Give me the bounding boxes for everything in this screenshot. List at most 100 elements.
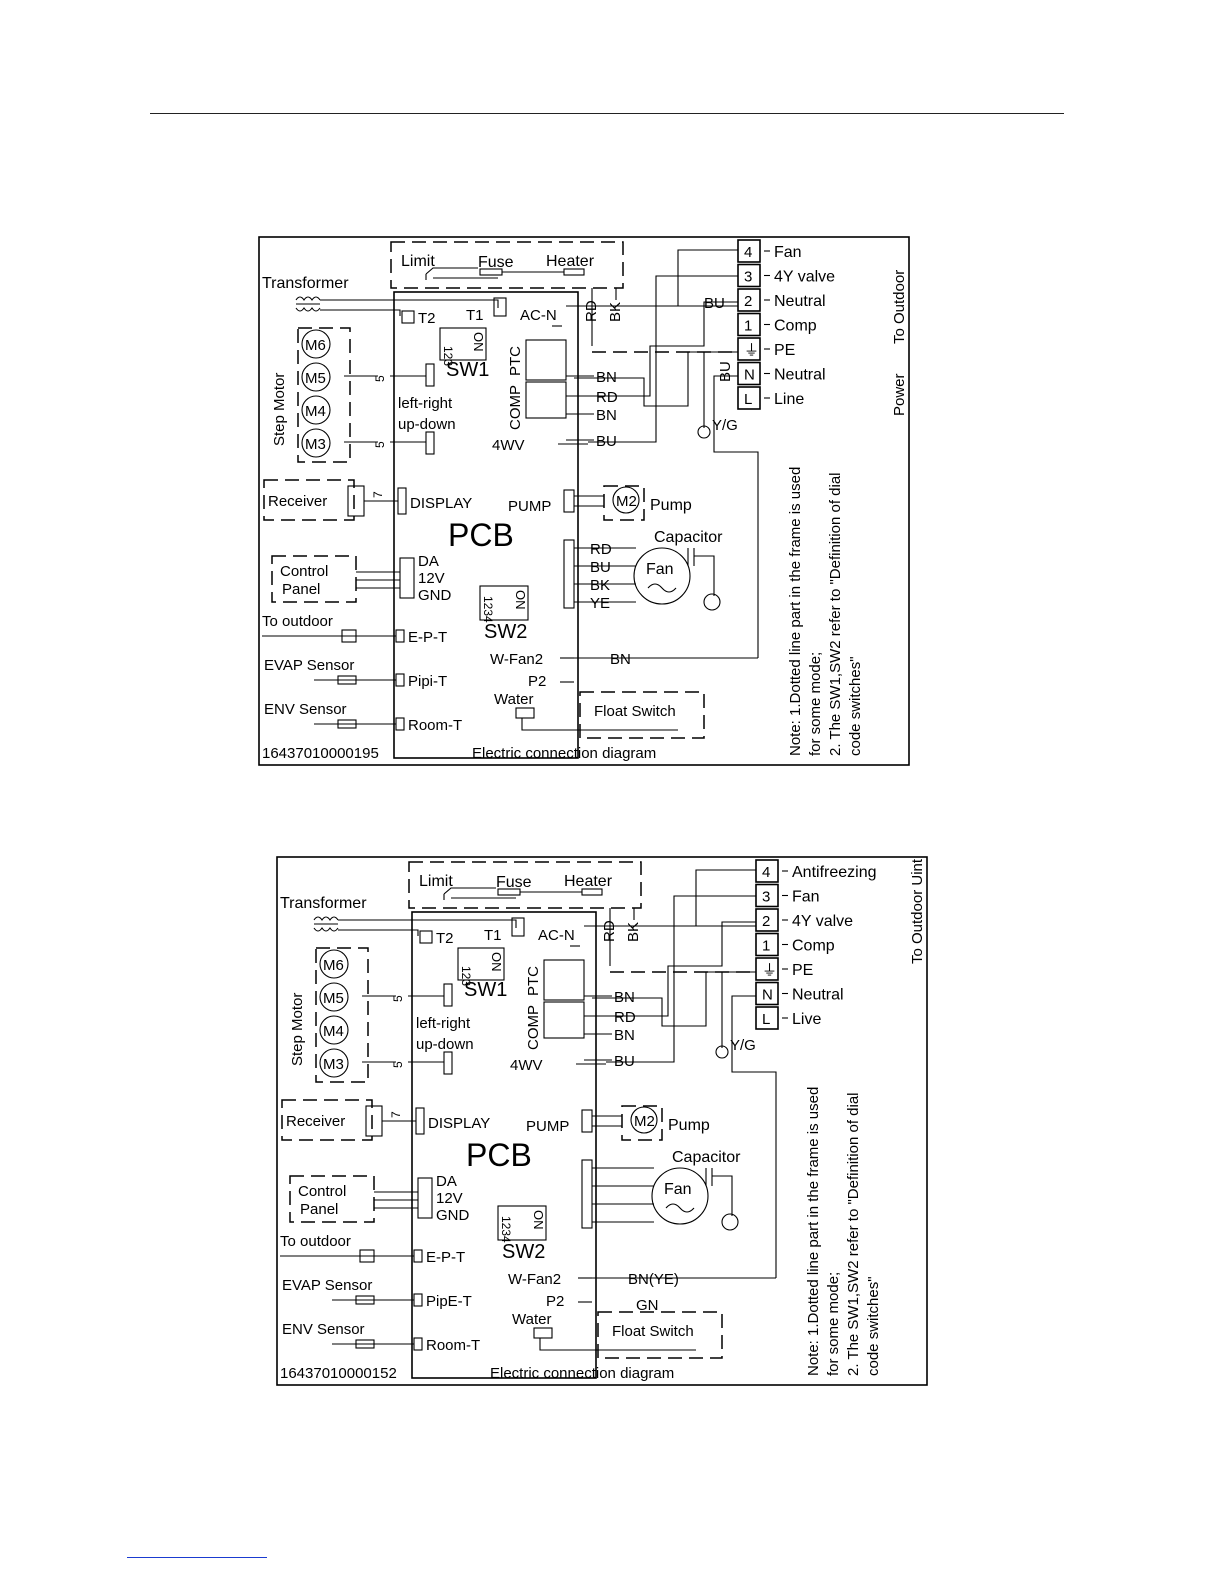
terminal-0 bbox=[755, 859, 779, 883]
svg-text:BK: BK bbox=[625, 922, 642, 942]
float-switch-frame bbox=[597, 1311, 723, 1359]
water-label: Water bbox=[494, 691, 533, 708]
fan-motor bbox=[633, 547, 691, 605]
terminal-label: 4Y valve bbox=[774, 269, 835, 286]
terminal-label: PE bbox=[774, 342, 795, 359]
note-line: for some mode; bbox=[825, 1272, 842, 1376]
pipe-t-label: PipE-T bbox=[426, 1293, 472, 1310]
sw1-label: SW1 bbox=[446, 359, 489, 381]
diagram-caption: Electric connection diagram bbox=[472, 745, 656, 762]
comp-label: COMP bbox=[525, 1005, 542, 1050]
motor-label: M3 bbox=[305, 436, 326, 453]
gnd-label: GND bbox=[436, 1207, 470, 1224]
motor-m6 bbox=[301, 329, 331, 359]
12v-label: 12V bbox=[436, 1190, 463, 1207]
svg-text:5: 5 bbox=[373, 441, 387, 448]
pump-port-label: PUMP bbox=[508, 498, 551, 515]
motor-m6 bbox=[319, 949, 349, 979]
terminal-6 bbox=[737, 386, 761, 410]
4wv-label: 4WV bbox=[510, 1057, 543, 1074]
to-outdoor-label: To outdoor bbox=[280, 1233, 351, 1250]
step-motor-label: Step Motor bbox=[271, 373, 288, 446]
left-right-label: left-right bbox=[416, 1015, 471, 1032]
step-motor-frame bbox=[315, 947, 369, 1083]
terminal-id: ⏚ bbox=[762, 962, 777, 979]
terminal-label: Neutral bbox=[792, 987, 844, 1004]
env-sensor-label: ENV Sensor bbox=[282, 1321, 365, 1338]
terminal-label: Comp bbox=[792, 938, 835, 955]
heater-label: Heater bbox=[564, 873, 613, 890]
note-line: for some mode; bbox=[807, 652, 824, 756]
pipe-t-label: Pipi-T bbox=[408, 673, 447, 690]
motor-m3 bbox=[319, 1048, 349, 1078]
svg-text:BU: BU bbox=[717, 361, 734, 382]
svg-text:5: 5 bbox=[391, 995, 405, 1002]
up-down-label: up-down bbox=[398, 416, 456, 433]
terminal-id: 1 bbox=[762, 938, 770, 955]
12v-label: 12V bbox=[418, 570, 445, 587]
svg-text:7: 7 bbox=[389, 1111, 403, 1118]
svg-text:7: 7 bbox=[371, 491, 385, 498]
motor-label: M6 bbox=[323, 957, 344, 974]
note-block: Note: 1.Dotted line part in the frame is… bbox=[805, 1087, 882, 1376]
wiring-diagram-1: Limit Fuse Heater Transformer PCB T2 T1 … bbox=[258, 236, 910, 766]
acn-label: AC-N bbox=[538, 927, 575, 944]
comp-label: COMP bbox=[507, 385, 524, 430]
terminal-id: 3 bbox=[744, 269, 752, 286]
terminal-id: L bbox=[744, 391, 752, 408]
fan-wire-label: RD bbox=[590, 541, 612, 558]
motor-label: M5 bbox=[305, 370, 326, 387]
terminal-label: Antifreezing bbox=[792, 864, 877, 881]
da-label: DA bbox=[418, 553, 439, 570]
fan-wire-label: YE bbox=[590, 595, 610, 612]
ptc-label: PTC bbox=[507, 346, 524, 376]
motor-m4 bbox=[301, 395, 331, 425]
receiver-frame bbox=[281, 1099, 373, 1141]
pcb-label: PCB bbox=[466, 1137, 532, 1173]
wire-label: RD bbox=[614, 1009, 636, 1026]
control-panel-label-2: Panel bbox=[282, 581, 320, 598]
svg-text:BK: BK bbox=[607, 302, 624, 322]
svg-text:M2: M2 bbox=[616, 493, 637, 510]
terminal-id: ⏚ bbox=[744, 342, 759, 359]
t1-label: T1 bbox=[466, 307, 484, 324]
fan-label: Fan bbox=[646, 561, 674, 578]
evap-sensor-label: EVAP Sensor bbox=[282, 1277, 372, 1294]
heater-group-frame bbox=[390, 241, 624, 289]
wfan2-label: W-Fan2 bbox=[490, 651, 543, 668]
svg-text:1234: 1234 bbox=[481, 596, 495, 623]
motor-m3 bbox=[301, 428, 331, 458]
comp-block bbox=[525, 381, 567, 419]
motor-m5 bbox=[319, 982, 349, 1012]
ptc-label: PTC bbox=[525, 966, 542, 996]
receiver-label: Receiver bbox=[268, 493, 327, 510]
terminal-id: 4 bbox=[744, 244, 752, 261]
motor-m5 bbox=[301, 362, 331, 392]
terminal-id: N bbox=[762, 987, 773, 1004]
t2-label: T2 bbox=[418, 310, 436, 327]
wire-label: BN bbox=[614, 1027, 635, 1044]
fan-ground-icon bbox=[721, 1213, 739, 1231]
pcb-board bbox=[411, 911, 597, 1379]
terminal-id: 4 bbox=[762, 864, 770, 881]
pump-motor bbox=[612, 486, 640, 514]
pump-port-label: PUMP bbox=[526, 1118, 569, 1135]
control-panel-label-2: Panel bbox=[300, 1201, 338, 1218]
terminal-label: Neutral bbox=[774, 293, 826, 310]
room-t-label: Room-T bbox=[426, 1337, 480, 1354]
control-panel-frame bbox=[271, 555, 357, 603]
svg-text:ON: ON bbox=[489, 952, 504, 972]
terminal-3 bbox=[755, 932, 779, 957]
limit-label: Limit bbox=[419, 873, 453, 890]
note-line: code switches" bbox=[865, 1276, 882, 1376]
ground-icon bbox=[697, 425, 711, 439]
sw1-label: SW1 bbox=[464, 979, 507, 1001]
terminal-5 bbox=[737, 361, 761, 386]
heater-label: Heater bbox=[546, 253, 595, 270]
terminal-label: 4Y valve bbox=[792, 913, 853, 930]
transformer-symbol bbox=[313, 916, 339, 932]
header-rule bbox=[150, 113, 1064, 114]
part-number: 16437010000152 bbox=[280, 1365, 397, 1382]
wfan2-wire-label: BN bbox=[610, 651, 631, 668]
